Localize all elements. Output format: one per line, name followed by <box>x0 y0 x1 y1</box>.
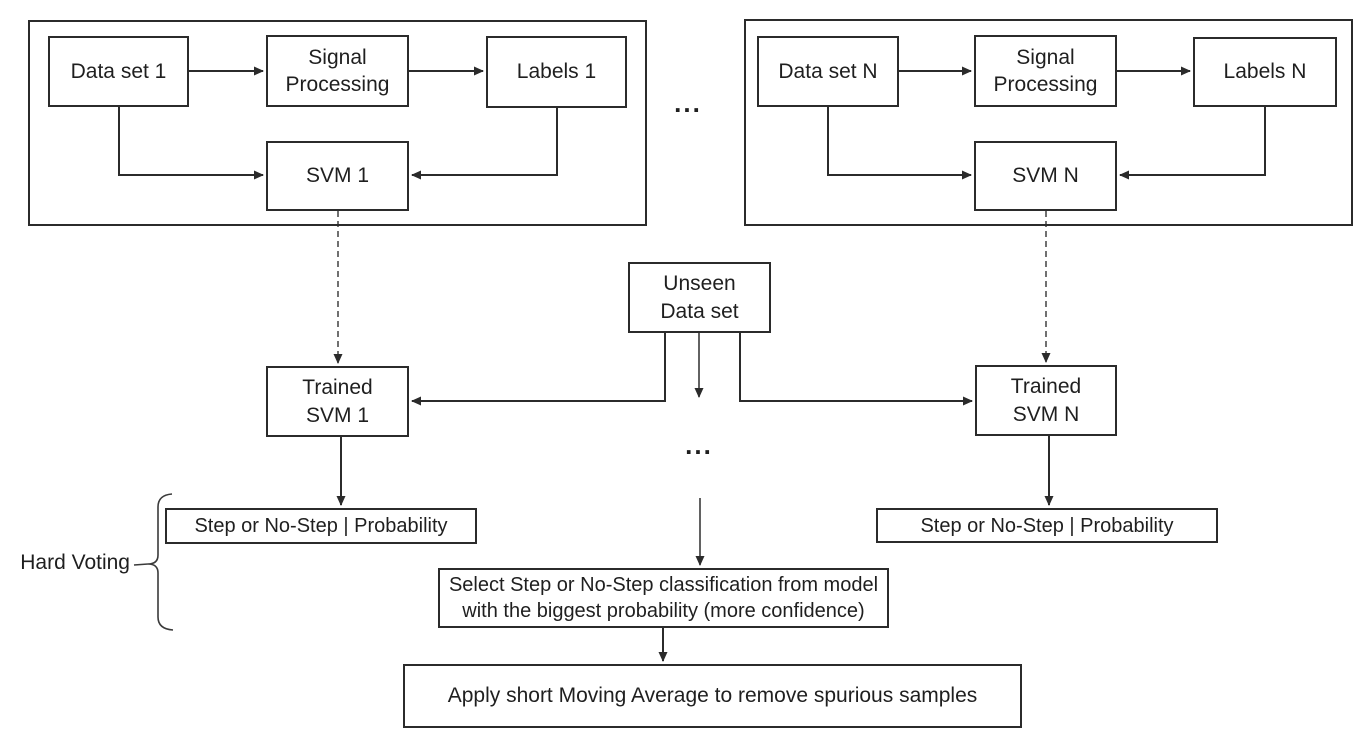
trained-svm-n-box: Trained SVM N <box>975 365 1117 436</box>
labels-1-box: Labels 1 <box>486 36 627 108</box>
dataset-1-box: Data set 1 <box>48 36 189 107</box>
hard-voting-tick <box>133 563 149 566</box>
output-1-box: Step or No-Step | Probability <box>165 508 477 544</box>
signal-processing-1-box: Signal Processing <box>266 35 409 107</box>
connector-labels1-to-svm1 <box>411 108 558 180</box>
connector-dataset1-to-svm1 <box>118 107 264 180</box>
hard-voting-label: Hard Voting <box>20 551 130 574</box>
connector-unseen-to-trainedsvm1 <box>411 333 666 406</box>
connector-datasetN-to-svmN <box>827 107 972 180</box>
ellipsis-middle: ... <box>685 430 713 460</box>
training-group-1 <box>28 20 647 226</box>
labels-n-box: Labels N <box>1193 37 1337 107</box>
output-n-box: Step or No-Step | Probability <box>876 508 1218 543</box>
ellipsis-top: ... <box>674 88 702 118</box>
signal-processing-n-box: Signal Processing <box>974 35 1117 107</box>
svm-n-box: SVM N <box>974 141 1117 211</box>
training-group-n <box>744 19 1353 226</box>
dataset-n-box: Data set N <box>757 36 899 107</box>
connector-labelsN-to-svmN <box>1119 107 1266 180</box>
unseen-dataset-box: Unseen Data set <box>628 262 771 333</box>
svm-1-box: SVM 1 <box>266 141 409 211</box>
moving-average-box: Apply short Moving Average to remove spu… <box>403 664 1022 728</box>
trained-svm-1-box: Trained SVM 1 <box>266 366 409 437</box>
select-classification-box: Select Step or No-Step classification fr… <box>438 568 889 628</box>
connector-unseen-to-trainedsvmN <box>739 333 973 406</box>
